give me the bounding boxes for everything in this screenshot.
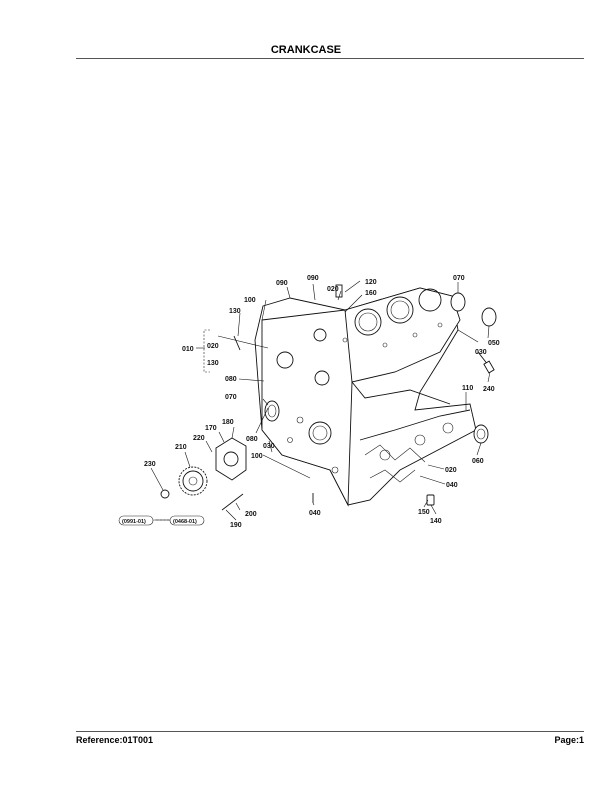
- callout-230: 230: [144, 461, 156, 468]
- oil-seal-070: [264, 400, 280, 422]
- callout-190: 190: [230, 522, 242, 529]
- page-title: CRANKCASE: [270, 44, 342, 56]
- callout-220: 220: [193, 435, 205, 442]
- callout-090-a: 090: [276, 280, 288, 287]
- callout-080-mid: 080: [246, 436, 258, 443]
- gear-210: [178, 466, 208, 496]
- stamp-right: (0468-01): [173, 519, 197, 525]
- callout-160: 160: [365, 290, 377, 297]
- callout-110: 110: [462, 385, 473, 392]
- callout-150: 150: [418, 509, 430, 516]
- callout-200: 200: [245, 511, 257, 518]
- leader-lines: [150, 280, 491, 521]
- footer-rule: [76, 731, 584, 732]
- crankcase-block: [254, 287, 477, 507]
- callout-120: 120: [365, 279, 377, 286]
- callout-130-top: 130: [229, 308, 241, 315]
- group-bracket-010: [203, 329, 210, 373]
- callout-070-top: 070: [453, 275, 465, 282]
- callout-070-left: 070: [225, 394, 237, 401]
- callout-180: 180: [222, 419, 234, 426]
- gear-230: [160, 489, 170, 499]
- callout-240: 240: [483, 386, 495, 393]
- callout-040-right: 040: [446, 482, 458, 489]
- page-number: Page:1: [554, 735, 584, 745]
- oil-seal-060: [473, 424, 489, 444]
- callout-050: 050: [488, 340, 500, 347]
- callout-020-top: 020: [327, 286, 339, 293]
- callout-030-mid: 030: [263, 443, 275, 450]
- callout-170: 170: [205, 425, 217, 432]
- callout-060: 060: [472, 458, 484, 465]
- oil-pump: [215, 437, 247, 481]
- callout-130-group: 130: [207, 360, 219, 367]
- callout-100-top: 100: [244, 297, 256, 304]
- callout-140: 140: [430, 518, 442, 525]
- callout-100-mid: 100: [251, 453, 263, 460]
- callout-020-right: 020: [445, 467, 457, 474]
- plug-050: [481, 307, 497, 327]
- callout-030-right: 030: [475, 349, 487, 356]
- callout-210: 210: [175, 444, 187, 451]
- reference-label: Reference:01T001: [76, 735, 154, 745]
- callout-080-left: 080: [225, 376, 237, 383]
- serial-range-stamps: (0991-01) (0468-01): [118, 515, 205, 526]
- callout-040-bottom: 040: [309, 510, 321, 517]
- callout-090-b: 090: [307, 275, 319, 282]
- callout-labels: 090 090 120 070 020 160 100 130 010 020 …: [144, 275, 500, 529]
- callout-020-group: 020: [207, 343, 219, 350]
- callout-010: 010: [182, 346, 194, 353]
- header-rule: [76, 58, 584, 59]
- plug-070-top: [450, 292, 466, 312]
- stamp-left: (0991-01): [122, 519, 146, 525]
